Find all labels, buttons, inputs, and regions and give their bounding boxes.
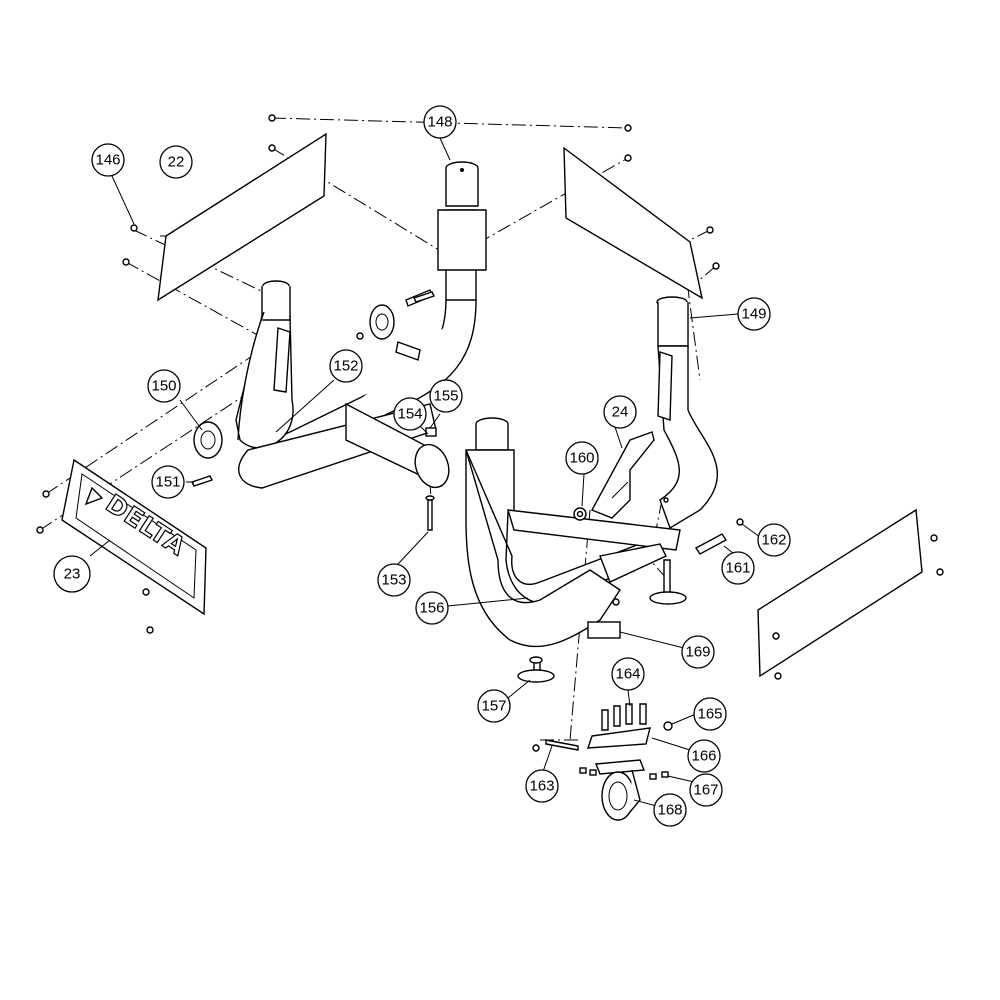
leveler-157 (517, 656, 555, 683)
callout-166-label: 166 (691, 748, 716, 765)
caster-assembly (579, 621, 669, 821)
callout-169-label: 169 (685, 644, 710, 661)
callout-156-label: 156 (419, 600, 444, 617)
callout-146-label: 146 (95, 152, 120, 169)
callout-149-label: 149 (741, 306, 766, 323)
panel-rear-right (563, 146, 704, 300)
callout-168: 168 (653, 793, 687, 827)
callout-166: 166 (687, 739, 721, 773)
leg-149 (656, 296, 719, 530)
frame-left (235, 280, 477, 489)
screws (36, 114, 944, 680)
callout-168-label: 168 (657, 802, 682, 819)
callout-148-label: 148 (427, 114, 452, 131)
callout-149: 149 (737, 297, 771, 331)
callout-161-label: 161 (725, 560, 750, 577)
callout-157-label: 157 (481, 698, 506, 715)
frame-right (464, 417, 681, 648)
callout-164-label: 164 (615, 666, 640, 683)
hardware (191, 291, 744, 752)
callout-151: 151 (151, 465, 185, 499)
callout-167-label: 167 (693, 782, 718, 799)
callout-155-label: 155 (433, 388, 458, 405)
bracket-24 (591, 431, 655, 519)
callout-23-label: 23 (64, 566, 81, 583)
callout-162: 162 (757, 523, 791, 557)
callout-150-label: 150 (151, 378, 176, 395)
panel-22 (157, 132, 327, 302)
leg-148 (437, 161, 487, 301)
callout-160: 160 (565, 441, 599, 475)
wheel-150 (193, 421, 223, 459)
callout-153: 153 (377, 563, 411, 597)
callout-152: 152 (329, 349, 363, 383)
callout-163-label: 163 (529, 778, 554, 795)
callout-165-label: 165 (697, 706, 722, 723)
callout-152-label: 152 (333, 358, 358, 375)
callout-162-label: 162 (761, 532, 786, 549)
callout-23: 23 (53, 555, 91, 593)
callout-165: 165 (693, 697, 727, 731)
callout-24: 24 (603, 395, 637, 429)
callout-154-label: 154 (397, 406, 422, 423)
panel-right (757, 508, 923, 678)
callout-156: 156 (415, 591, 449, 625)
delta-logo-triangle-icon (84, 486, 104, 506)
callout-150: 150 (147, 369, 181, 403)
callout-163: 163 (525, 769, 559, 803)
callout-22: 22 (159, 145, 193, 179)
callout-153-label: 153 (381, 572, 406, 589)
callout-157: 157 (477, 689, 511, 723)
callout-167: 167 (689, 773, 723, 807)
callout-164: 164 (611, 657, 645, 691)
callout-148: 148 (423, 105, 457, 139)
callout-151-label: 151 (155, 474, 180, 491)
callout-22-label: 22 (168, 154, 185, 171)
callout-24-label: 24 (612, 404, 629, 421)
leveler-right (649, 559, 687, 605)
callout-146: 146 (91, 143, 125, 177)
callout-161: 161 (721, 551, 755, 585)
callout-155: 155 (429, 379, 463, 413)
callout-160-label: 160 (569, 450, 594, 467)
callout-154: 154 (393, 397, 427, 431)
callout-169: 169 (681, 635, 715, 669)
